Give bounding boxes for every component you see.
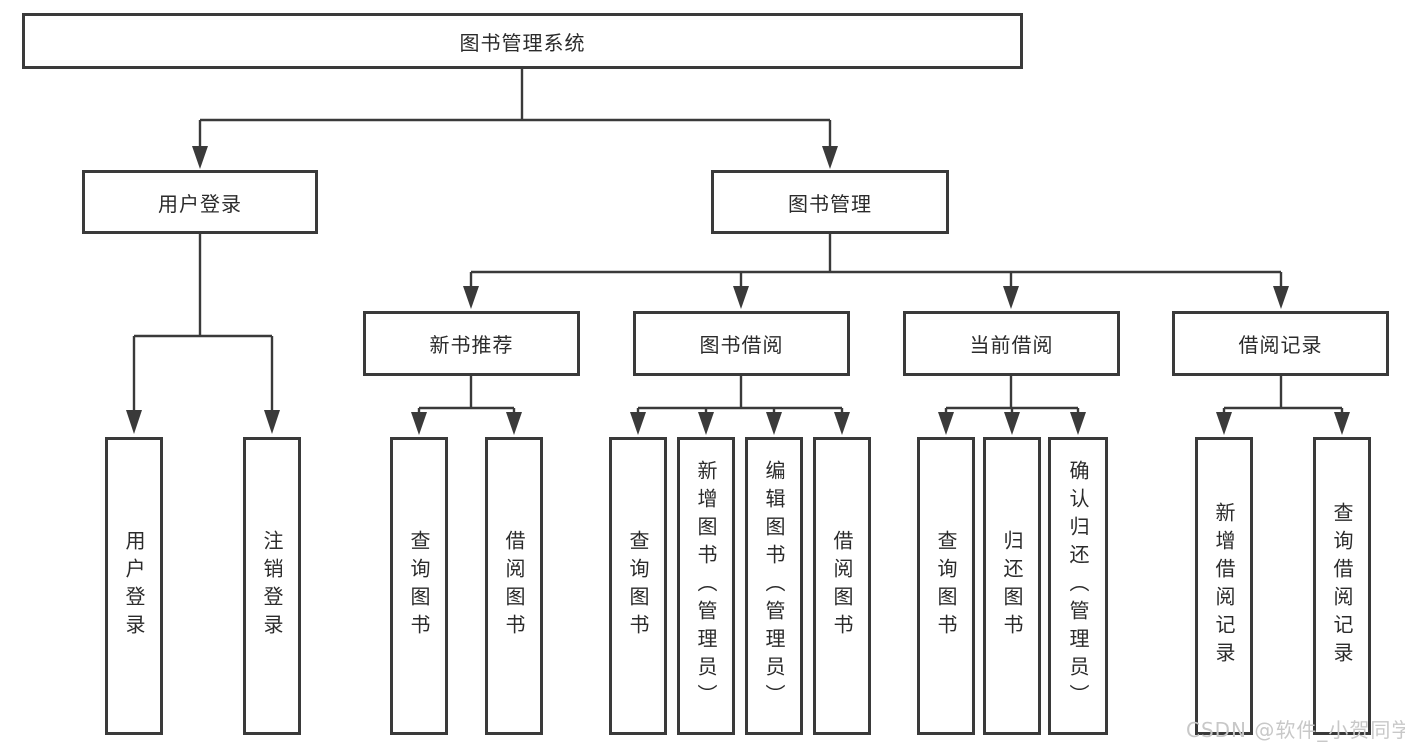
leaf-label: 借阅图书: [502, 530, 526, 642]
leaf-query-books: 查询图书: [390, 437, 448, 735]
connector-current-to-leaves: [938, 376, 1086, 435]
arrowhead: [1334, 412, 1350, 435]
arrowhead: [264, 410, 280, 434]
arrowhead: [733, 286, 749, 309]
leaf-add-borrow-record: 新增借阅记录: [1195, 437, 1253, 735]
connector-book-mgmt-to-modules: [463, 234, 1289, 309]
connector-borrow-to-leaves: [630, 376, 850, 435]
node-current-borrow: 当前借阅: [903, 311, 1120, 376]
arrowhead: [834, 412, 850, 435]
leaf-query-books: 查询图书: [609, 437, 667, 735]
leaf-label: 注销登录: [260, 530, 284, 642]
node-user-login: 用户登录: [82, 170, 318, 234]
connector-new-rec-to-leaves: [411, 376, 522, 435]
arrowhead: [938, 412, 954, 435]
leaf-user-login: 用户登录: [105, 437, 163, 735]
arrowhead: [822, 146, 838, 169]
leaf-return-books: 归还图书: [983, 437, 1041, 735]
leaf-logout: 注销登录: [243, 437, 301, 735]
arrowhead: [506, 412, 522, 435]
arrowhead: [411, 412, 427, 435]
leaf-edit-books-admin: 编辑图书（管理员）: [745, 437, 803, 735]
leaf-label: 查询图书: [407, 530, 431, 642]
leaf-borrow-books: 借阅图书: [813, 437, 871, 735]
leaf-borrow-books: 借阅图书: [485, 437, 543, 735]
arrowhead: [1216, 412, 1232, 435]
arrowhead: [766, 412, 782, 435]
leaf-label: 新增图书（管理员）: [694, 460, 718, 712]
csdn-watermark: CSDN @软件_小贺同学: [1186, 718, 1405, 742]
leaf-label: 查询图书: [934, 530, 958, 642]
leaf-label: 用户登录: [122, 530, 146, 642]
arrowhead: [463, 286, 479, 309]
arrowhead: [698, 412, 714, 435]
arrowhead: [126, 410, 142, 434]
connector-root-to-branches: [192, 68, 838, 169]
connector-user-login-to-leaves: [126, 234, 280, 434]
arrowhead: [1003, 286, 1019, 309]
node-borrow-records: 借阅记录: [1172, 311, 1389, 376]
leaf-label: 编辑图书（管理员）: [762, 460, 786, 712]
leaf-label: 新增借阅记录: [1212, 502, 1236, 670]
node-book-management: 图书管理: [711, 170, 949, 234]
arrowhead: [1004, 412, 1020, 435]
arrowhead: [1273, 286, 1289, 309]
arrowhead: [192, 146, 208, 169]
leaf-add-books-admin: 新增图书（管理员）: [677, 437, 735, 735]
leaf-label: 归还图书: [1000, 530, 1024, 642]
arrowhead: [1070, 412, 1086, 435]
leaf-label: 查询图书: [626, 530, 650, 642]
node-new-book-recommend: 新书推荐: [363, 311, 580, 376]
node-root-system: 图书管理系统: [22, 13, 1023, 69]
leaf-label: 借阅图书: [830, 530, 854, 642]
leaf-confirm-return-admin: 确认归还（管理员）: [1048, 437, 1108, 735]
leaf-query-borrow-record: 查询借阅记录: [1313, 437, 1371, 735]
leaf-label: 查询借阅记录: [1330, 502, 1354, 670]
leaf-label: 确认归还（管理员）: [1066, 460, 1090, 712]
leaf-query-books: 查询图书: [917, 437, 975, 735]
connector-records-to-leaves: [1216, 376, 1350, 435]
arrowhead: [630, 412, 646, 435]
node-book-borrow: 图书借阅: [633, 311, 850, 376]
